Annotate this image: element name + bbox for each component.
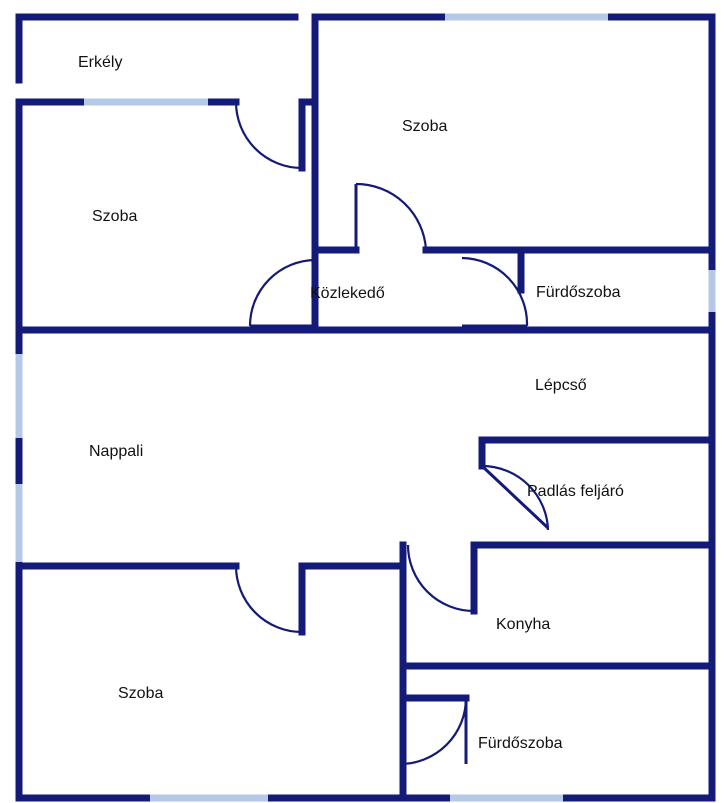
room-label-szoba-bottom: Szoba — [118, 685, 163, 702]
room-label-furdoszoba-top: Fürdőszoba — [536, 284, 621, 301]
room-label-szoba-top-left: Szoba — [92, 208, 137, 225]
door-arc — [234, 101, 303, 170]
room-label-nappali: Nappali — [89, 443, 143, 460]
room-label-padlas: Padlás feljáró — [527, 483, 624, 500]
door-arc — [234, 565, 303, 634]
door-arc — [481, 464, 550, 531]
doors — [234, 101, 550, 766]
walls — [15, 13, 716, 802]
room-label-furdoszoba-bottom: Fürdőszoba — [478, 735, 563, 752]
room-labels: Erkély Szoba Szoba Közlekedő Fürdőszoba … — [78, 54, 624, 752]
door-arc — [248, 258, 316, 327]
room-label-szoba-top-right: Szoba — [402, 118, 447, 135]
door-arc — [461, 256, 529, 327]
windows — [15, 13, 716, 802]
door-arc — [355, 182, 428, 251]
room-label-kozlekedo: Közlekedő — [310, 285, 385, 302]
door-arc — [406, 544, 475, 613]
door-leaf — [480, 464, 550, 530]
door-arc — [399, 697, 468, 766]
room-label-konyha: Konyha — [496, 616, 550, 633]
room-label-erkely: Erkély — [78, 54, 122, 71]
room-label-lepcso: Lépcső — [535, 377, 587, 394]
